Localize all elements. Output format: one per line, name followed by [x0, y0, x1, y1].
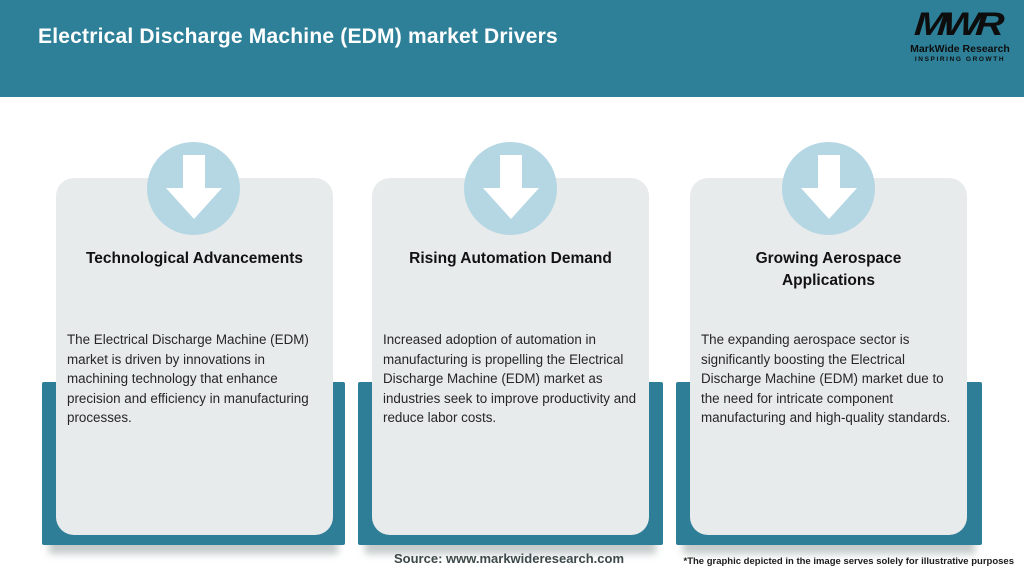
down-arrow-icon [166, 155, 222, 219]
disclaimer-text: *The graphic depicted in the image serve… [683, 556, 1015, 567]
brand-logo: MWR MarkWide Research INSPIRING GROWTH [910, 6, 1010, 63]
card-title: Rising Automation Demand [409, 250, 612, 267]
logo-name: MarkWide Research [910, 43, 1010, 55]
card-icon-circle [464, 142, 557, 235]
header-bar: Electrical Discharge Machine (EDM) marke… [0, 0, 1024, 97]
down-arrow-icon [801, 155, 857, 219]
logo-tagline: INSPIRING GROWTH [914, 55, 1006, 63]
card-icon-circle [147, 142, 240, 235]
driver-card-rising-automation-demand: Rising Automation Demand Increased adopt… [372, 178, 649, 535]
driver-card-technological-advancements: Technological Advancements The Electrica… [56, 178, 333, 535]
card-title: Growing Aerospace Applications [755, 250, 902, 289]
card-description: The expanding aerospace sector is signif… [701, 332, 951, 426]
card-description: The Electrical Discharge Machine (EDM) m… [67, 332, 309, 426]
logo-mark: MWR [913, 6, 1001, 43]
card-icon-circle [782, 142, 875, 235]
down-arrow-icon [483, 155, 539, 219]
card-description: Increased adoption of automation in manu… [383, 332, 637, 426]
card-title: Technological Advancements [85, 250, 304, 267]
driver-card-growing-aerospace-applications: Growing Aerospace Applications The expan… [690, 178, 967, 535]
source-text: Source: www.markwideresearch.com [394, 551, 625, 566]
page-title: Electrical Discharge Machine (EDM) marke… [38, 25, 558, 48]
